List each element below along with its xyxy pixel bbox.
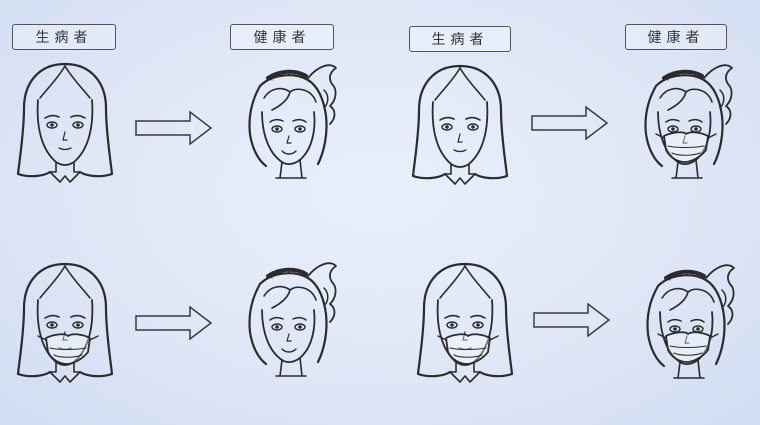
sick-face-no-mask [405,60,515,190]
sick-face-with-mask [10,258,120,388]
transmission-arrow [134,110,214,146]
sick-label-left: 生病者 [12,24,116,50]
healthy-label-right: 健康者 [625,24,727,50]
healthy-label-left: 健康者 [230,24,334,50]
healthy-face-with-mask [628,56,738,186]
healthy-face-with-mask [630,256,740,386]
transmission-arrow [532,302,612,338]
sick-label-right: 生病者 [409,26,511,52]
transmission-arrow [530,105,610,141]
healthy-face-no-mask [232,254,342,384]
sick-face-no-mask [10,58,120,188]
sick-face-with-mask [410,258,520,388]
healthy-face-no-mask [232,56,342,186]
transmission-arrow [134,305,214,341]
